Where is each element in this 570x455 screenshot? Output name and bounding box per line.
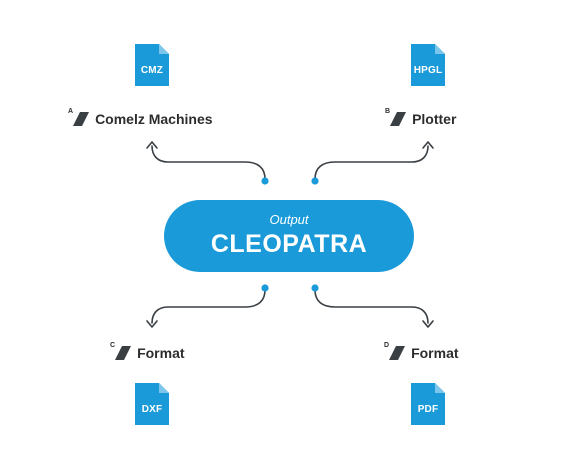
slash-b-icon [390,112,407,126]
node-label-b: B Plotter [385,108,457,127]
pill-subtitle: Output [269,212,309,227]
dot-a [261,177,269,185]
pill-title: CLEOPATRA [210,230,368,258]
arrow-a-icon [146,141,158,149]
connector-d [314,289,429,324]
node-text-c: Format [137,345,185,361]
pdf-file-label: PDF [417,404,439,415]
node-text-a: Comelz Machines [95,111,213,127]
dot-c [261,284,269,292]
node-letter-c: C [110,342,116,349]
node-text-d: Format [411,345,459,361]
arrow-d-icon [422,320,434,328]
node-text-b: Plotter [412,111,457,127]
dxf-file-icon: DXF [135,383,169,425]
arrow-c-icon [146,320,158,328]
connector-c [151,289,266,324]
connector-a [151,145,266,180]
node-letter-b: B [385,108,391,115]
slash-c-icon [115,346,132,360]
slash-d-icon [389,346,406,360]
node-letter-a: A [68,108,74,115]
node-label-c: C Format [110,342,185,361]
dxf-file-label: DXF [141,404,163,415]
cleopatra-output-pill: Output CLEOPATRA [164,200,414,272]
node-letter-d: D [384,342,390,349]
dot-d [311,284,319,292]
cmz-file-label: CMZ [140,65,164,76]
hpgl-file-label: HPGL [413,65,443,76]
node-label-d: D Format [384,342,459,361]
dot-b [311,177,319,185]
hpgl-file-icon: HPGL [411,44,445,86]
connector-b [314,145,429,180]
node-label-a: A Comelz Machines [68,108,213,127]
pdf-file-icon: PDF [411,383,445,425]
cmz-file-icon: CMZ [135,44,169,86]
arrow-b-icon [422,141,434,149]
slash-a-icon [73,112,90,126]
